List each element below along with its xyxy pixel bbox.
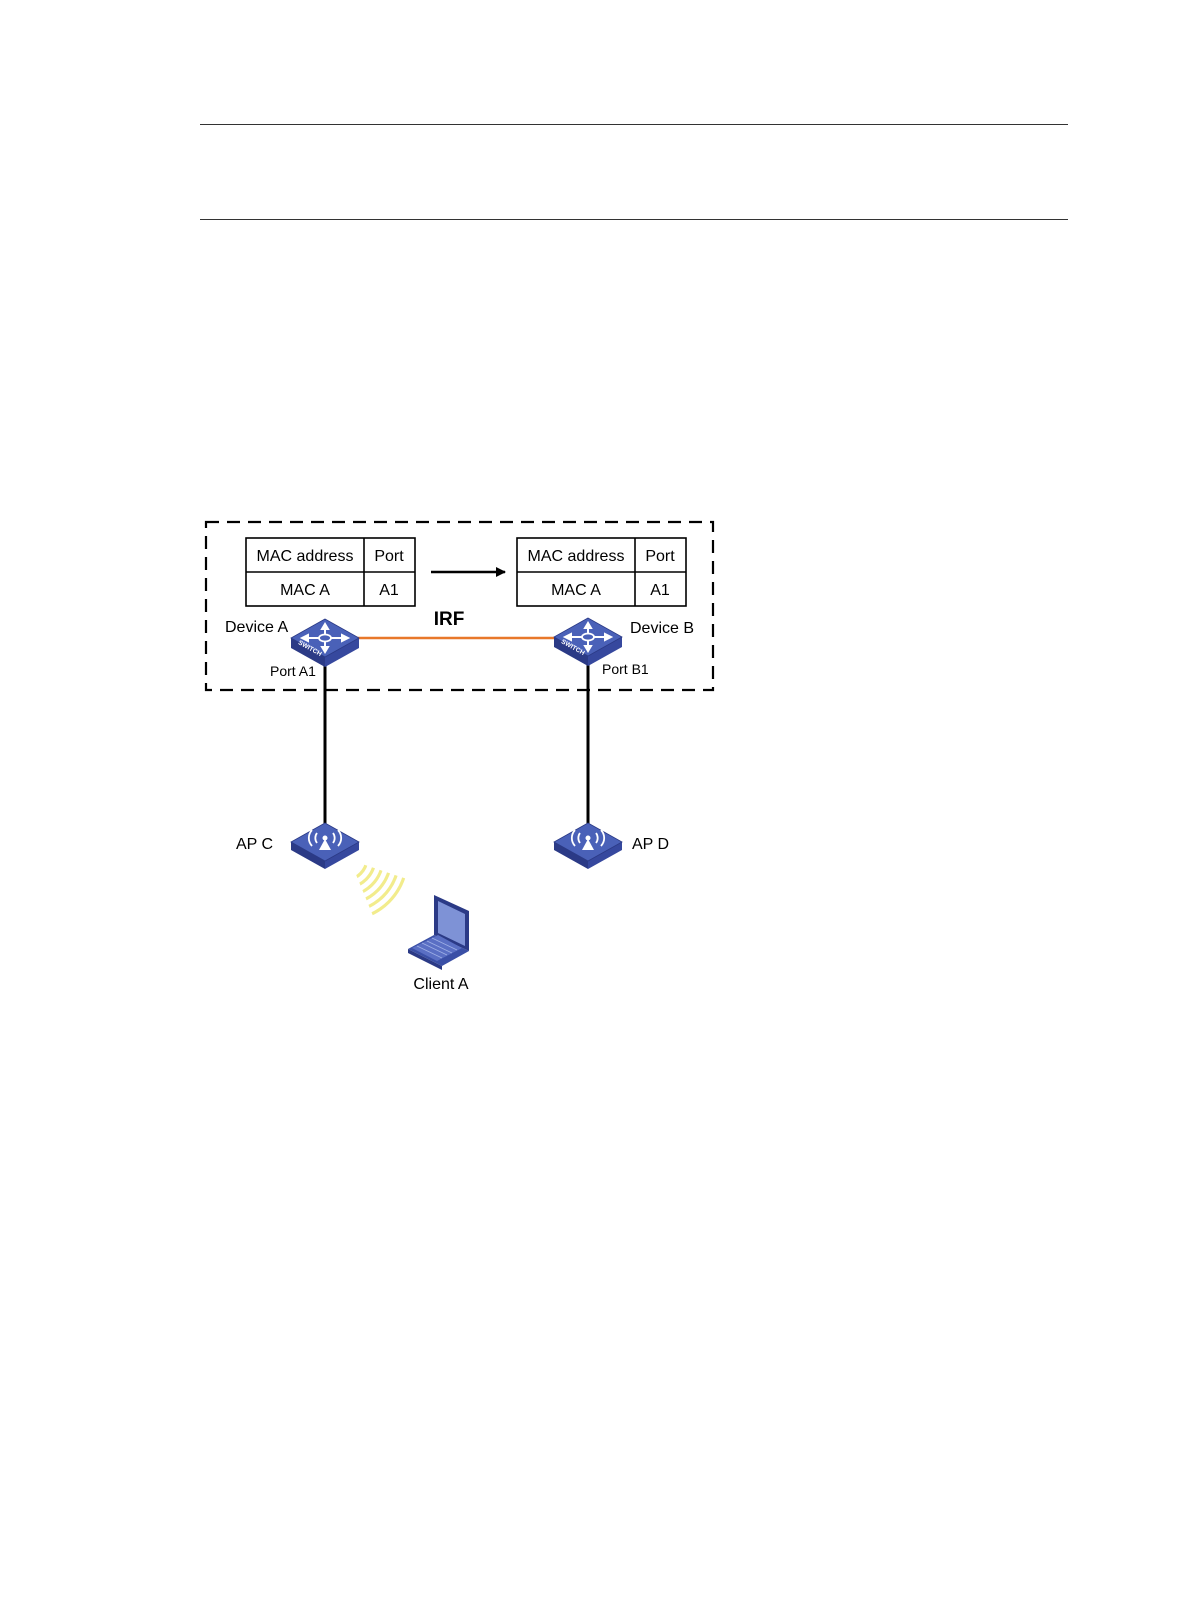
device-a-switch-icon: SWITCH bbox=[291, 619, 359, 667]
device-b-switch-icon: SWITCH bbox=[554, 618, 622, 666]
mac-table-right-cell-mac: MAC A bbox=[551, 582, 601, 599]
device-a-label: Device A bbox=[225, 619, 288, 636]
device-b-port-label: Port B1 bbox=[602, 661, 649, 677]
ap-d-icon bbox=[554, 823, 622, 869]
client-a-label: Client A bbox=[413, 976, 468, 993]
mac-table-left-header-mac: MAC address bbox=[257, 548, 354, 565]
mac-table-right-cell-port: A1 bbox=[650, 582, 670, 599]
ap-c-label: AP C bbox=[236, 836, 273, 853]
mac-table-left-header-port: Port bbox=[374, 548, 404, 565]
mac-table-left-cell-mac: MAC A bbox=[280, 582, 330, 599]
mac-table-right: MAC address Port MAC A A1 bbox=[517, 538, 686, 606]
mac-table-right-header-port: Port bbox=[645, 548, 675, 565]
device-a-port-label: Port A1 bbox=[270, 663, 316, 679]
client-a-laptop-icon bbox=[408, 895, 469, 970]
wireless-signal-icon bbox=[283, 796, 407, 920]
mac-table-left: MAC address Port MAC A A1 bbox=[246, 538, 415, 606]
ap-d-label: AP D bbox=[632, 836, 669, 853]
ap-c-icon bbox=[291, 823, 359, 869]
device-b-label: Device B bbox=[630, 620, 694, 637]
mac-table-left-cell-port: A1 bbox=[379, 582, 399, 599]
mac-table-right-header-mac: MAC address bbox=[528, 548, 625, 565]
irf-label: IRF bbox=[434, 609, 465, 630]
